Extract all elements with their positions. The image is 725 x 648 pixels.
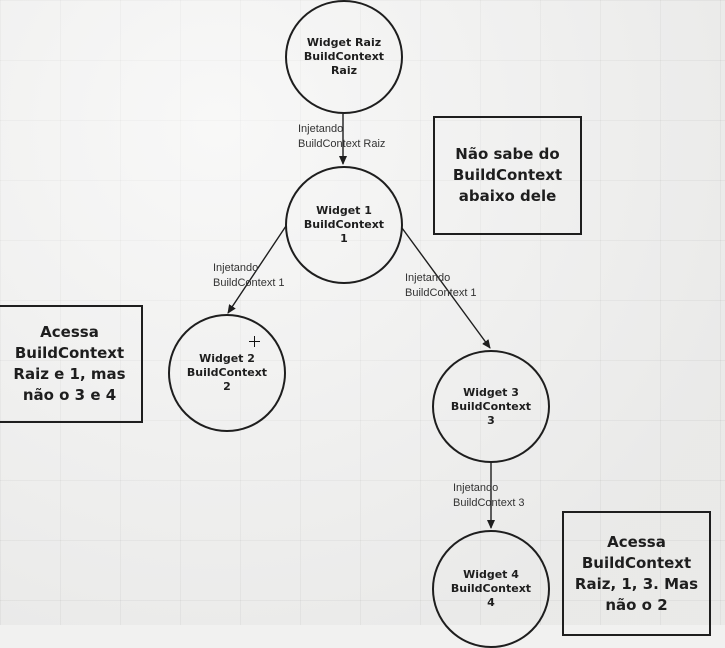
edge-label-line: BuildContext 1	[405, 287, 477, 299]
node-w3-line-3: 3	[487, 413, 495, 427]
node-w3-line-1: Widget 3	[463, 385, 519, 399]
note-line: não o 3 e 4	[22, 386, 117, 404]
node-w1-line-1: Widget 1	[316, 204, 372, 217]
node-widget-3[interactable]: Widget 3 BuildContext 3	[432, 350, 550, 463]
edge-label-w3-to-w4: Injetando BuildContext 3	[453, 481, 525, 511]
crosshair-cursor-icon	[249, 336, 260, 347]
edge-w1-to-w2	[227, 225, 287, 314]
node-w4-line-3: 4	[487, 596, 495, 609]
node-w4-line-2: BuildContext	[450, 582, 532, 595]
edge-label-line: BuildContext 1	[213, 277, 285, 289]
node-root-line-1: Widget Raiz	[306, 36, 382, 49]
edge-label-root-to-w1: Injetando BuildContext Raiz	[298, 122, 385, 152]
edge-layer	[227, 114, 495, 529]
edge-label-line: Injetando	[298, 123, 344, 135]
node-w4-line-1: Widget 4	[463, 568, 519, 581]
note-widget-4[interactable]: Acessa BuildContext Raiz, 1, 3. Mas não …	[562, 511, 711, 636]
edge-label-w1-to-w3: Injetando BuildContext 1	[405, 271, 477, 301]
note-line: não o 2	[605, 595, 668, 614]
edge-label-line: BuildContext 3	[453, 497, 525, 509]
edge-label-line: Injetando	[213, 262, 259, 274]
node-w1-line-2: BuildContext	[303, 218, 385, 231]
node-w3-line-2: BuildContext	[450, 399, 532, 413]
node-root-line-2: BuildContext	[303, 50, 385, 63]
edge-label-line: Injetando	[453, 482, 499, 494]
note-widget-2[interactable]: Acessa BuildContext Raiz e 1, mas não o …	[0, 305, 143, 423]
node-widget-1[interactable]: Widget 1 BuildContext 1	[285, 166, 403, 284]
note-line: Acessa	[607, 532, 666, 551]
note-line: BuildContext	[14, 344, 125, 362]
node-w2-line-3: 2	[223, 380, 231, 393]
note-line: Raiz e 1, mas	[13, 365, 126, 383]
note-line: Não sabe do	[455, 145, 560, 163]
note-widget-1[interactable]: Não sabe do BuildContext abaixo dele	[433, 116, 582, 235]
node-root-line-3: Raiz	[330, 64, 358, 77]
note-line: abaixo dele	[458, 187, 557, 205]
note-line: BuildContext	[452, 166, 563, 184]
node-widget-2[interactable]: Widget 2 BuildContext 2	[168, 314, 286, 432]
edge-label-line: Injetando	[405, 272, 451, 284]
node-w2-line-1: Widget 2	[199, 352, 255, 365]
node-w2-line-2: BuildContext	[186, 366, 268, 379]
note-line: Acessa	[40, 323, 99, 341]
node-widget-root[interactable]: Widget Raiz BuildContext Raiz	[285, 0, 403, 114]
node-w1-line-3: 1	[340, 232, 348, 245]
note-line: BuildContext	[581, 553, 692, 572]
edge-label-line: BuildContext Raiz	[298, 138, 386, 150]
note-line: Raiz, 1, 3. Mas	[574, 574, 699, 593]
edge-label-w1-to-w2: Injetando BuildContext 1	[213, 261, 285, 291]
node-widget-4[interactable]: Widget 4 BuildContext 4	[432, 530, 550, 648]
edge-w1-to-w3	[401, 227, 491, 349]
